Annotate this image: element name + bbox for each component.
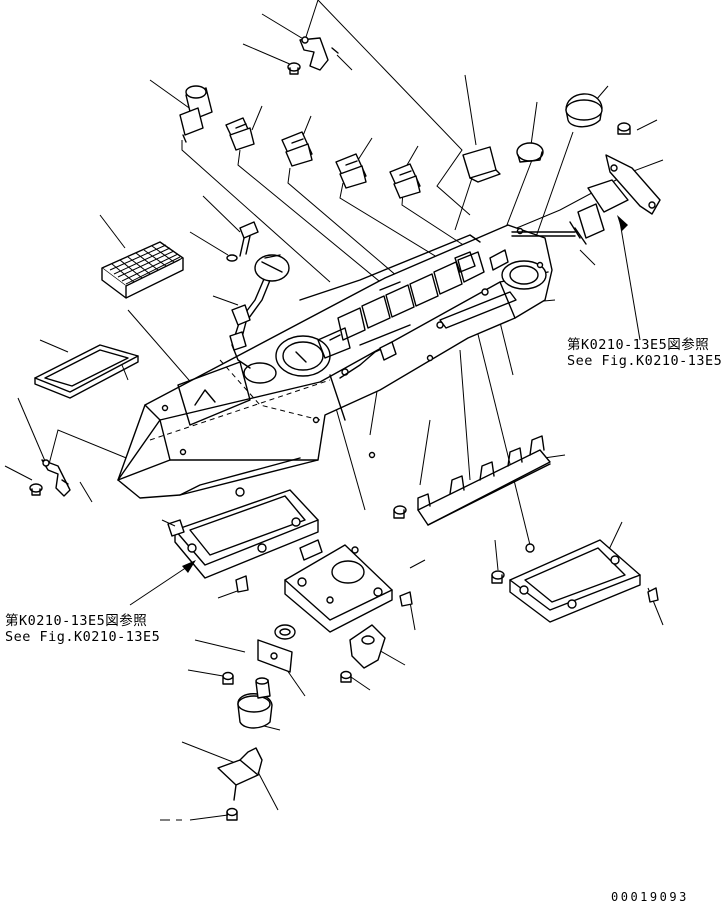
screw-center [393, 505, 407, 519]
leader-lines [4, 0, 664, 821]
clip-upper [299, 36, 329, 71]
dome-cap [565, 93, 603, 128]
round-gauge-right [501, 260, 547, 290]
lighter-socket [179, 85, 213, 143]
screw-upper [287, 62, 301, 75]
small-bracket [349, 624, 386, 669]
rocker-switch-3 [335, 153, 367, 189]
reference-note-left: 第K0210-13E5図参照 See Fig.K0210-13E5 [5, 613, 160, 645]
clip-left [41, 459, 71, 497]
bracket-right [509, 539, 659, 623]
connector-bracket [569, 154, 661, 245]
reference-jp: 第K0210-13E5図参照 [567, 337, 710, 353]
small-cap [516, 142, 544, 163]
blank-cap [462, 146, 501, 183]
grommet [274, 624, 296, 640]
vent-grille [101, 241, 184, 299]
key-switch [254, 254, 290, 282]
reference-en: See Fig.K0210-13E5 [567, 353, 721, 369]
screw-small [340, 670, 352, 683]
screw-top-right [617, 122, 631, 135]
dashboard-panel-body [117, 224, 553, 499]
switch-openings [299, 234, 485, 341]
connector-holder [417, 435, 551, 526]
clamp-plate [257, 639, 293, 673]
reference-jp: 第K0210-13E5図参照 [5, 613, 148, 629]
bracket-center [284, 539, 413, 633]
rocker-switch-1 [225, 117, 255, 151]
bolt [226, 221, 259, 262]
bottom-bracket [217, 747, 263, 801]
gauge-opening [275, 335, 331, 377]
bracket-left [167, 487, 319, 593]
reference-note-right: 第K0210-13E5図参照 See Fig.K0210-13E5 [567, 337, 721, 369]
arrow-reference-left [129, 560, 196, 606]
reference-en: See Fig.K0210-13E5 [5, 629, 161, 645]
arrow-reference-right [617, 215, 641, 341]
screw-left [29, 483, 43, 496]
screw-bottom [226, 807, 238, 821]
rocker-switch-4 [389, 163, 421, 199]
display-window [177, 361, 251, 426]
screw-lower-left [222, 671, 234, 685]
buzzer [237, 677, 273, 729]
rocker-switch-2 [281, 131, 313, 167]
round-opening [243, 362, 277, 384]
wire-harness [229, 264, 397, 379]
trim-frame [34, 344, 139, 399]
drawing-code: 00019093 [611, 890, 689, 902]
screw-right [491, 570, 505, 584]
